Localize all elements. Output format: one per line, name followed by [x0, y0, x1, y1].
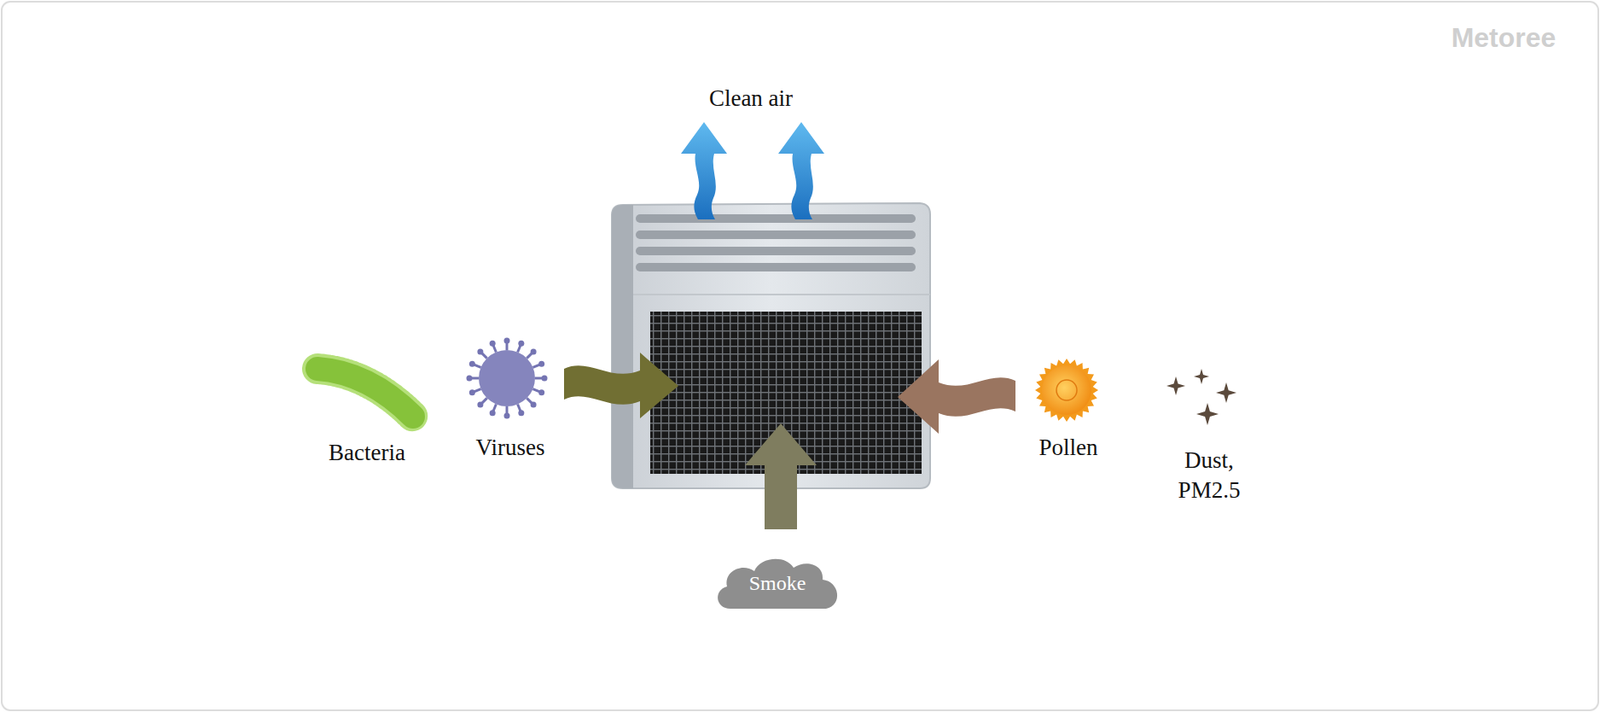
node-text: Smoke [749, 571, 807, 595]
clean-air-arrow [680, 122, 728, 220]
pollen-icon [1035, 358, 1099, 422]
item-label: Clean air [709, 83, 793, 114]
item-label: Viruses [476, 432, 546, 463]
bacteria-icon [317, 368, 414, 417]
dust-icon [1166, 368, 1237, 425]
smoke-cloud: Smoke [711, 552, 844, 614]
inflow-arrow [744, 423, 817, 530]
item-label: Dust, PM2.5 [1162, 445, 1257, 506]
item-label: Bacteria [328, 437, 406, 468]
inflow-arrow [897, 359, 1016, 434]
clean-air-arrow [778, 122, 825, 220]
inflow-arrow [564, 352, 679, 419]
watermark: Metoree [1451, 20, 1557, 57]
item-label: Pollen [1038, 432, 1098, 463]
virus-icon [466, 337, 548, 419]
